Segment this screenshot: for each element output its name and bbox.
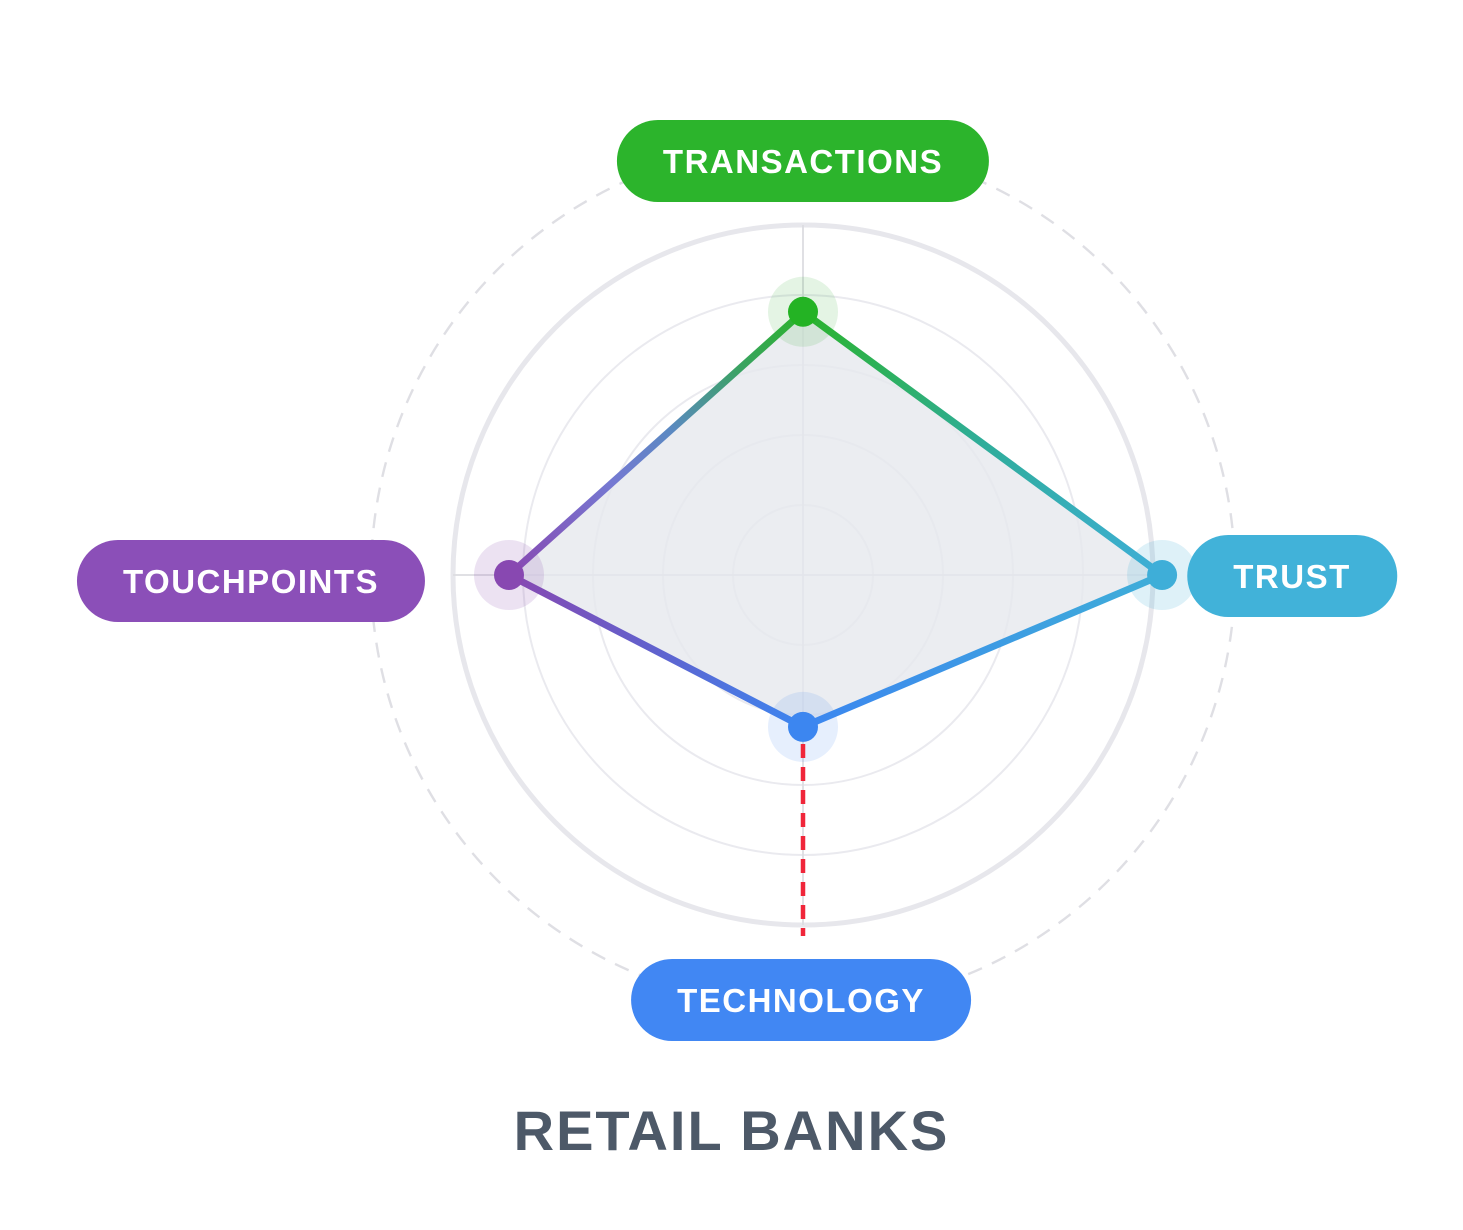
axis-label-pill-transactions: TRANSACTIONS [616, 120, 990, 202]
axis-label-pill-technology: TECHNOLOGY [631, 959, 971, 1041]
chart-title: RETAIL BANKS [513, 1099, 950, 1162]
axis-label-pill-trust: TRUST [1187, 535, 1397, 617]
axis-label-pill-touchpoints: TOUCHPOINTS [76, 540, 426, 622]
